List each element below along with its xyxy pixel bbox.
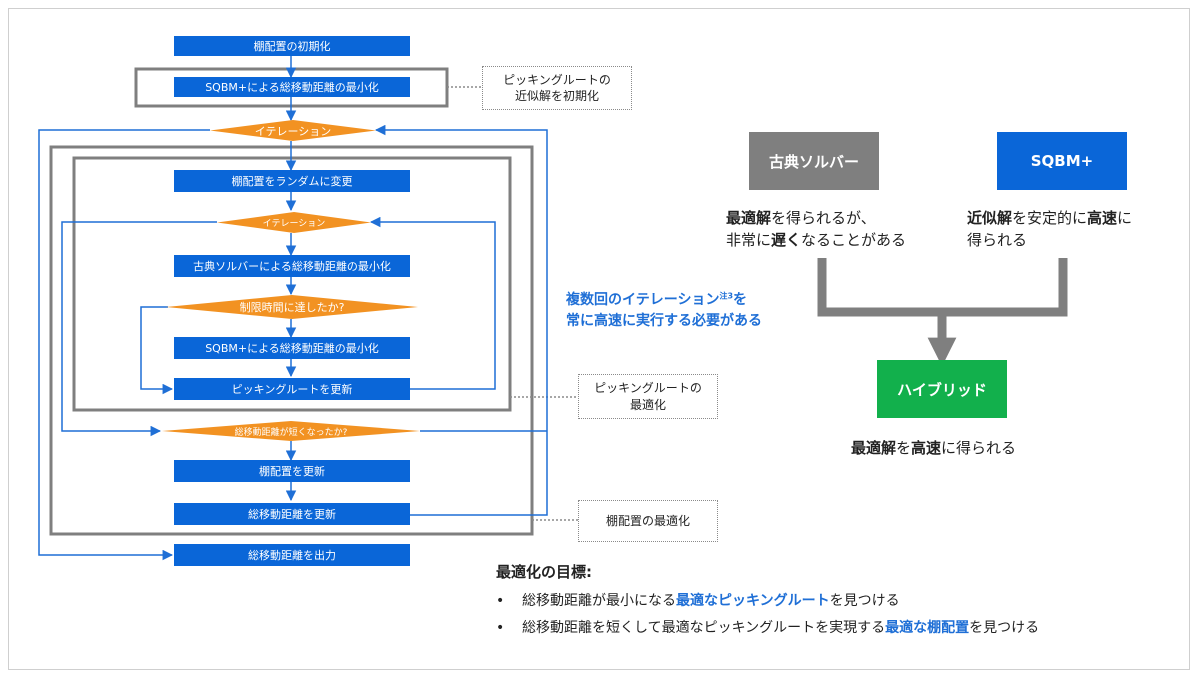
goal-bullet-1: • [496, 593, 505, 609]
hybrid-box: ハイブリッド [877, 360, 1007, 418]
classic-min-step: 古典ソルバーによる総移動距離の最小化 [174, 255, 410, 277]
goal-2-highlight: 最適な棚配置 [885, 620, 970, 636]
route-init-note-line2: 近似解を初期化 [514, 89, 599, 103]
sqbm-desc-c: 高速 [1087, 209, 1118, 227]
goal-1-post: を見つける [829, 593, 900, 609]
outer-iteration-label: イテレーション [254, 124, 332, 138]
time-limit-decision: 制限時間に達したか? [166, 295, 418, 319]
classic-desc-e: なることがある [801, 230, 907, 249]
goal-2-post: を見つける [969, 620, 1040, 636]
route-opt-note-line1: ピッキングルートの [594, 381, 702, 396]
iteration-note-line2: 常に高速に実行する必要がある [566, 313, 762, 329]
iteration-note-text: 複数回のイテレーション [566, 292, 720, 308]
iteration-note-suffix: を [733, 292, 748, 308]
outer-iteration-decision: イテレーション [210, 120, 376, 141]
sqbm-desc: 近似解を安定的に高速に 得られる [967, 208, 1132, 252]
sqbm-init-step: SQBM+による総移動距離の最小化 [174, 77, 410, 97]
sqbm-min-step: SQBM+による総移動距離の最小化 [174, 337, 410, 359]
goal-1-highlight: 最適なピッキングルート [676, 593, 830, 609]
classic-desc-c: 非常に [726, 230, 772, 249]
goal-2-pre: 総移動距離を短くして最適なピッキングルートを実現する [522, 620, 886, 636]
classic-solver-box: 古典ソルバー [749, 132, 879, 190]
inner-iteration-label: イテレーション [262, 219, 326, 229]
sqbm-box: SQBM+ [997, 132, 1127, 190]
route-opt-group [72, 156, 512, 412]
hybrid-desc-c: 高速 [911, 439, 942, 457]
sqbm-desc-b: を安定的に [1012, 209, 1088, 227]
goal-item-1: • 総移動距離が最小になる最適なピッキングルートを見つける [496, 590, 900, 610]
shorter-check-label: 総移動距離が短くなったか? [234, 427, 348, 438]
classic-desc-a: 最適解 [726, 209, 772, 227]
classic-desc-b: を得られるが、 [771, 209, 876, 227]
route-init-note: ピッキングルートの近似解を初期化 [482, 66, 632, 110]
route-opt-note-line2: 最適化 [629, 397, 666, 412]
goal-bullet-2: • [496, 620, 505, 636]
random-change-step: 棚配置をランダムに変更 [174, 170, 410, 192]
update-route-step: ピッキングルートを更新 [174, 378, 410, 400]
classic-desc-d: 遅く [771, 230, 802, 249]
output-distance-step: 総移動距離を出力 [174, 544, 410, 566]
goal-1-pre: 総移動距離が最小になる [522, 593, 676, 609]
goals-title: 最適化の目標: [496, 563, 592, 581]
shorter-check-decision: 総移動距離が短くなったか? [162, 421, 420, 441]
hybrid-desc-a: 最適解 [851, 439, 897, 457]
classic-desc: 最適解を得られるが、 非常に遅くなることがある [726, 208, 906, 252]
inner-iteration-decision: イテレーション [217, 212, 371, 233]
iteration-note: 複数回のイテレーション注3を 常に高速に実行する必要がある [566, 290, 762, 332]
layout-opt-note: 棚配置の最適化 [578, 500, 718, 542]
hybrid-desc-b: を [896, 439, 912, 457]
sqbm-desc-a: 近似解 [967, 209, 1013, 227]
update-layout-step: 棚配置を更新 [174, 460, 410, 482]
hybrid-desc: 最適解を高速に得られる [851, 438, 1016, 460]
iteration-footnote: 注3 [719, 291, 734, 301]
sqbm-desc-e: 得られる [967, 230, 1028, 249]
init-layout-step: 棚配置の初期化 [174, 36, 410, 56]
time-limit-label: 制限時間に達したか? [239, 301, 345, 314]
goal-item-2: • 総移動距離を短くして最適なピッキングルートを実現する最適な棚配置を見つける [496, 617, 1039, 637]
route-init-note-line1: ピッキングルートの [503, 72, 611, 87]
sqbm-desc-d: に [1117, 209, 1133, 227]
hybrid-desc-d: に得られる [941, 439, 1017, 457]
update-distance-step: 総移動距離を更新 [174, 503, 410, 525]
route-opt-note: ピッキングルートの最適化 [578, 374, 718, 419]
